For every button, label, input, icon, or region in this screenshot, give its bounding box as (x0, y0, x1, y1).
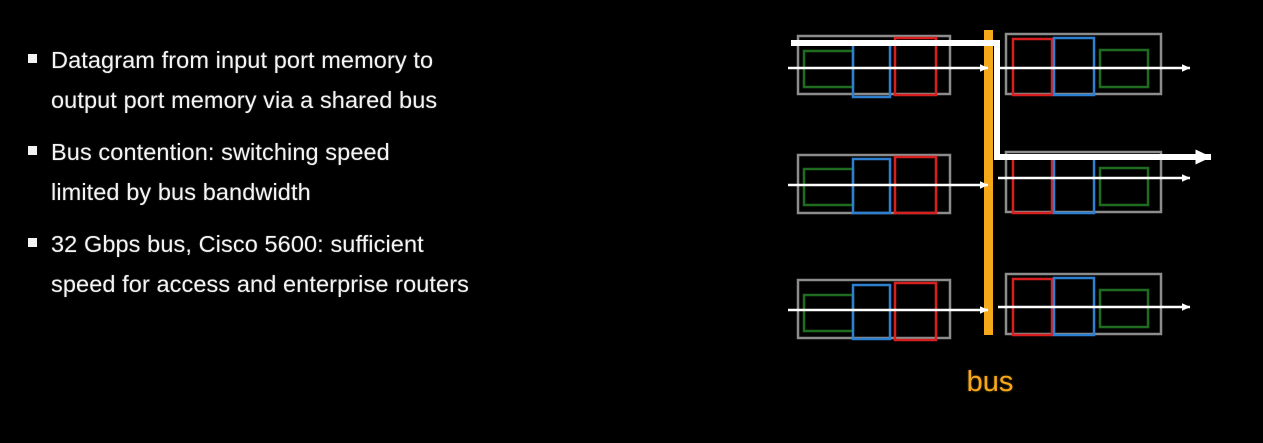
bullet-item-2: Bus contention: switching speed limited … (28, 132, 728, 212)
switch-fabric-diagram: bus (770, 0, 1263, 443)
output-port-1 (1004, 32, 1163, 97)
output-port-2-frame (1004, 150, 1163, 214)
shared-bus-bar (984, 30, 993, 335)
bullet-item-1: Datagram from input port memory to outpu… (28, 40, 728, 120)
input-port-3-packet-green (802, 293, 855, 333)
output-port-3-frame (1004, 272, 1163, 336)
input-port-1-frame (796, 34, 952, 96)
output-port-1-frame (1004, 32, 1163, 96)
square-bullet-icon (28, 238, 37, 247)
output-port-2 (1004, 150, 1163, 215)
square-bullet-icon (28, 54, 37, 63)
bus-label: bus (966, 366, 1014, 398)
output-port-1-packet-blue (1052, 36, 1096, 97)
highlighted-datagram-path (791, 40, 1212, 165)
input-port-3-packet-red (893, 281, 938, 342)
output-port-2-packet-green (1098, 166, 1150, 207)
output-port-2-packet-blue (1052, 154, 1096, 215)
input-port-3-packet-blue (851, 283, 892, 341)
bullet-item-3-text: 32 Gbps bus, Cisco 5600: sufficient spee… (51, 231, 469, 297)
bullet-list: Datagram from input port memory to outpu… (28, 40, 728, 316)
output-port-3 (1004, 272, 1163, 337)
input-port-1-packet-blue (851, 42, 892, 99)
square-bullet-icon (28, 146, 37, 155)
diagram-svg (788, 30, 1212, 342)
input-port-1 (796, 34, 952, 99)
bullet-item-3: 32 Gbps bus, Cisco 5600: sufficient spee… (28, 224, 728, 304)
bullet-item-2-text: Bus contention: switching speed limited … (51, 139, 390, 205)
bullet-item-1-text: Datagram from input port memory to outpu… (51, 47, 438, 113)
output-port-2-packet-red (1011, 155, 1054, 215)
input-port-1-packet-red (893, 36, 938, 97)
output-port-3-packet-green (1098, 288, 1150, 329)
input-port-2-packet-green (802, 167, 855, 207)
